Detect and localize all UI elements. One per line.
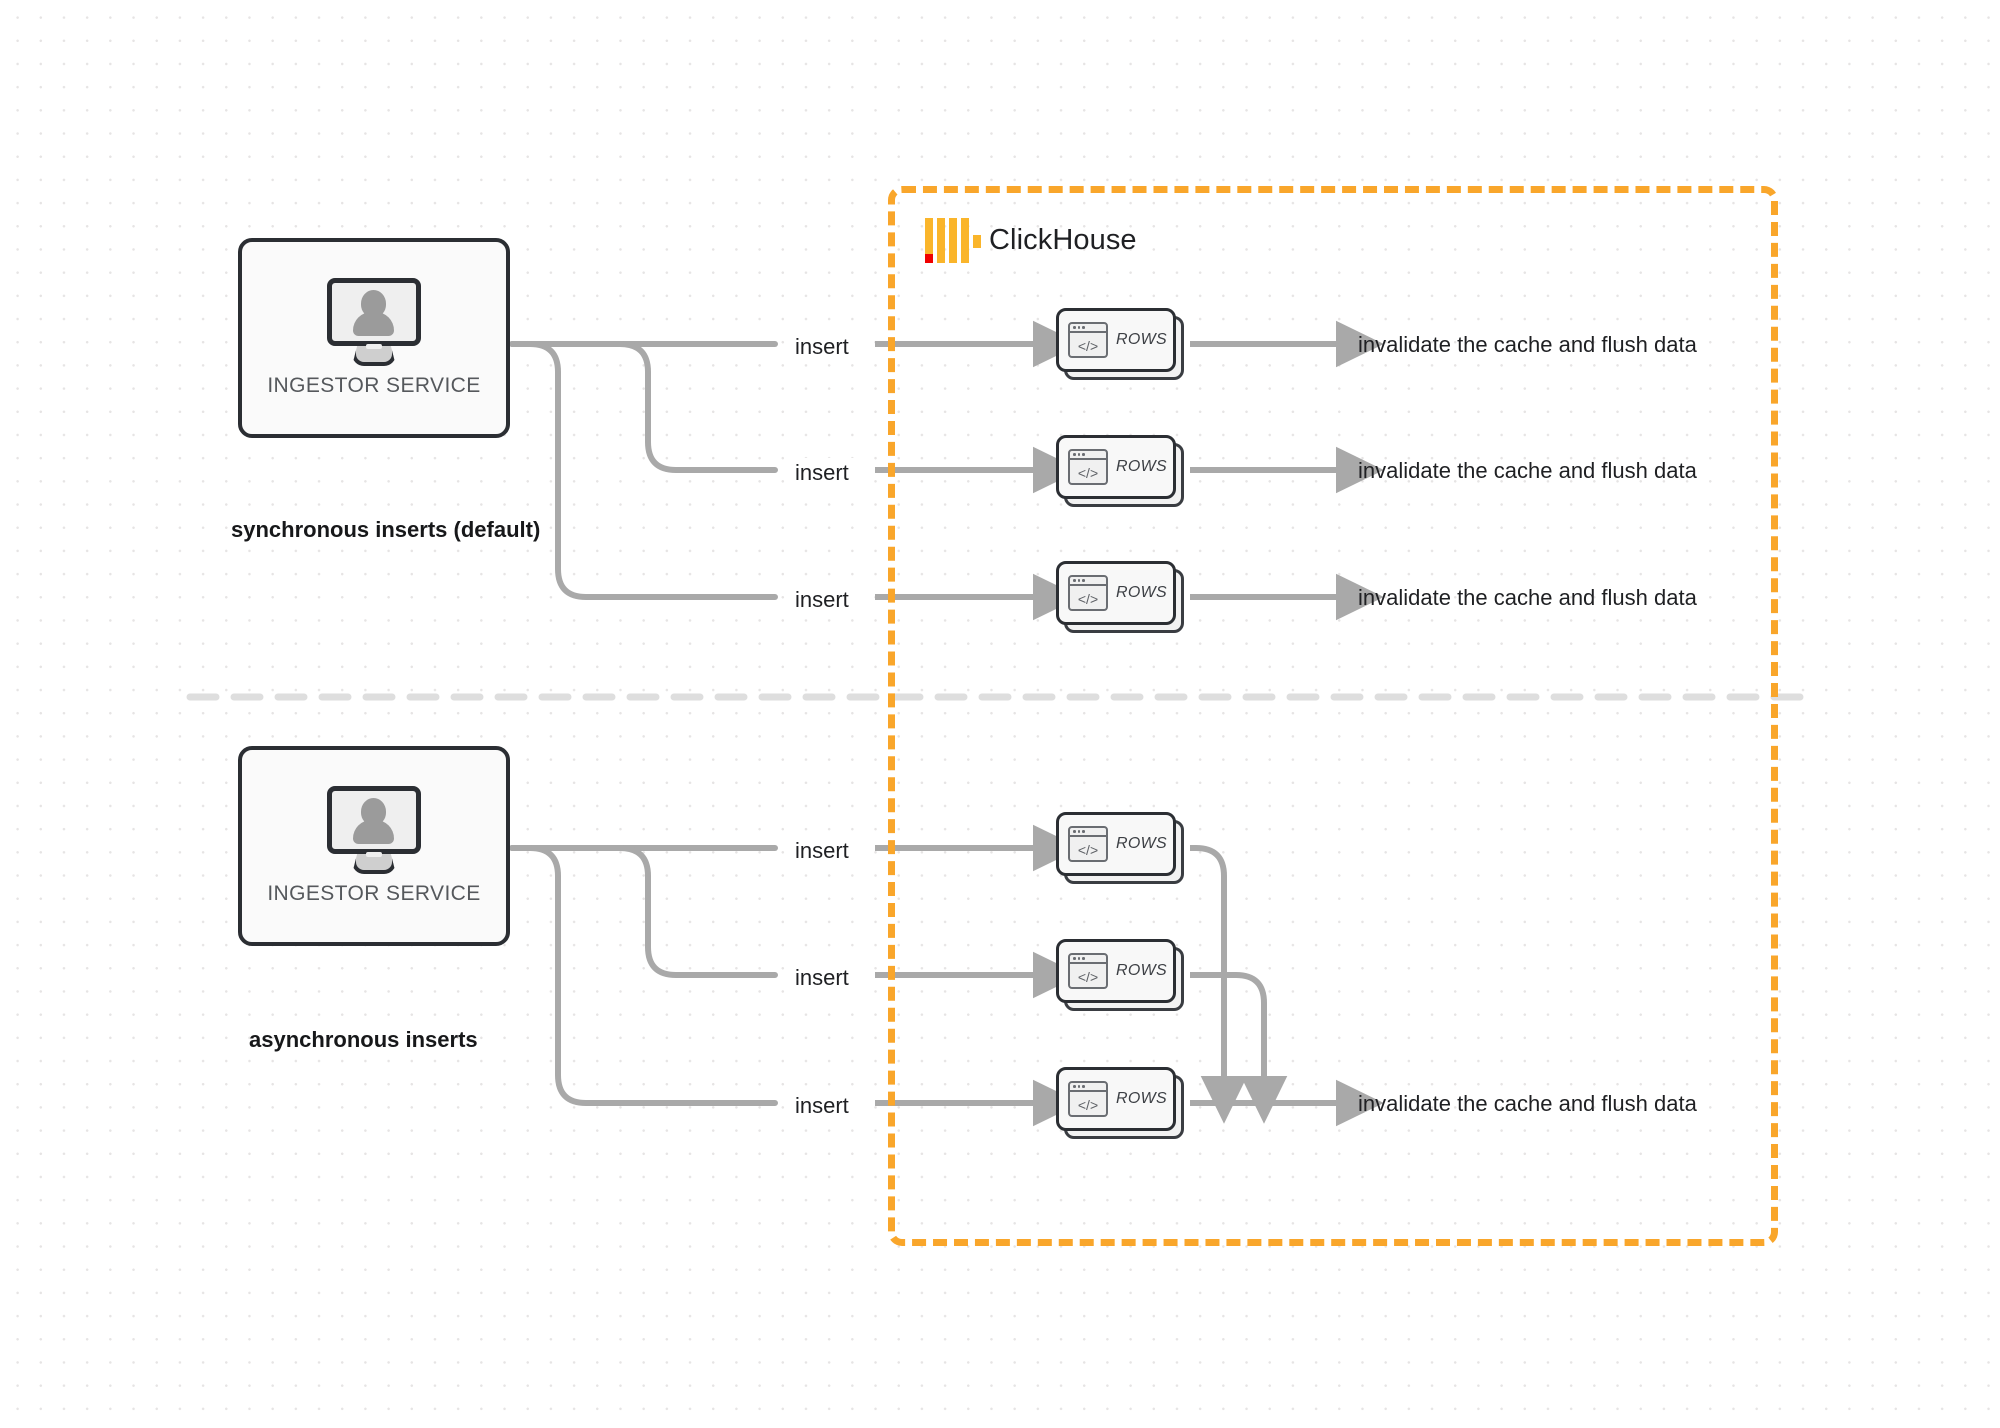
rows-node-sync-3[interactable]: </> ROWS [1056, 561, 1184, 633]
rows-card-front: </> ROWS [1056, 939, 1176, 1003]
section-caption-async: asynchronous inserts [249, 1027, 478, 1052]
ingestor-service-async[interactable]: INGESTOR SERVICE [238, 746, 510, 946]
edge-label-insert-async-1: insert [789, 836, 855, 866]
async-branch-3 [509, 845, 778, 1106]
rows-node-sync-2[interactable]: </> ROWS [1056, 435, 1184, 507]
code-glyph: </> [1077, 590, 1099, 607]
section-caption-sync: synchronous inserts (default) [231, 517, 541, 542]
rows-card-front: </> ROWS [1056, 308, 1176, 372]
edge-label-insert-sync-3: insert [789, 585, 855, 615]
clickhouse-boundary [888, 186, 1778, 1246]
edge-label-insert-async-2: insert [789, 963, 855, 993]
monitor-user-icon [327, 278, 421, 366]
clickhouse-logo-icon [925, 218, 981, 263]
async-merge-down-2 [1190, 972, 1288, 1124]
rows-node-async-3[interactable]: </> ROWS [1056, 1067, 1184, 1139]
code-window-icon: </> [1068, 575, 1108, 611]
edge-label-insert-async-3: insert [789, 1091, 855, 1121]
code-window-icon: </> [1068, 449, 1108, 485]
async-branch-2 [597, 845, 778, 978]
ingestor-service-sync[interactable]: INGESTOR SERVICE [238, 238, 510, 438]
code-glyph: </> [1077, 464, 1099, 481]
code-glyph: </> [1077, 841, 1099, 858]
rows-card-front: </> ROWS [1056, 435, 1176, 499]
edge-label-insert-sync-2: insert [789, 458, 855, 488]
sync-branch-2 [597, 341, 778, 473]
rows-label: ROWS [1116, 331, 1167, 348]
monitor-user-icon [327, 786, 421, 874]
code-glyph: </> [1077, 337, 1099, 354]
rows-node-async-2[interactable]: </> ROWS [1056, 939, 1184, 1011]
ingestor-service-label-sync: INGESTOR SERVICE [267, 374, 481, 397]
rows-node-async-1[interactable]: </> ROWS [1056, 812, 1184, 884]
rows-card-front: </> ROWS [1056, 812, 1176, 876]
result-label-sync-3: invalidate the cache and flush data [1358, 585, 1697, 610]
code-glyph: </> [1077, 1096, 1099, 1113]
rows-label: ROWS [1116, 458, 1167, 475]
sync-branch-3 [509, 341, 778, 600]
code-window-icon: </> [1068, 1081, 1108, 1117]
rows-card-front: </> ROWS [1056, 1067, 1176, 1131]
code-window-icon: </> [1068, 322, 1108, 358]
rows-node-sync-1[interactable]: </> ROWS [1056, 308, 1184, 380]
code-window-icon: </> [1068, 826, 1108, 862]
clickhouse-brand: ClickHouse [925, 218, 1137, 263]
rows-card-front: </> ROWS [1056, 561, 1176, 625]
edge-label-insert-sync-1: insert [789, 332, 855, 362]
rows-label: ROWS [1116, 835, 1167, 852]
result-label-sync-2: invalidate the cache and flush data [1358, 458, 1697, 483]
code-glyph: </> [1077, 968, 1099, 985]
ingestor-service-label-async: INGESTOR SERVICE [267, 882, 481, 905]
result-label-sync-1: invalidate the cache and flush data [1358, 332, 1697, 357]
clickhouse-wordmark: ClickHouse [989, 224, 1137, 256]
rows-label: ROWS [1116, 584, 1167, 601]
code-window-icon: </> [1068, 953, 1108, 989]
result-label-async-merged: invalidate the cache and flush data [1358, 1091, 1697, 1116]
async-merge-down-1 [1190, 845, 1248, 1124]
rows-label: ROWS [1116, 1090, 1167, 1107]
rows-label: ROWS [1116, 962, 1167, 979]
